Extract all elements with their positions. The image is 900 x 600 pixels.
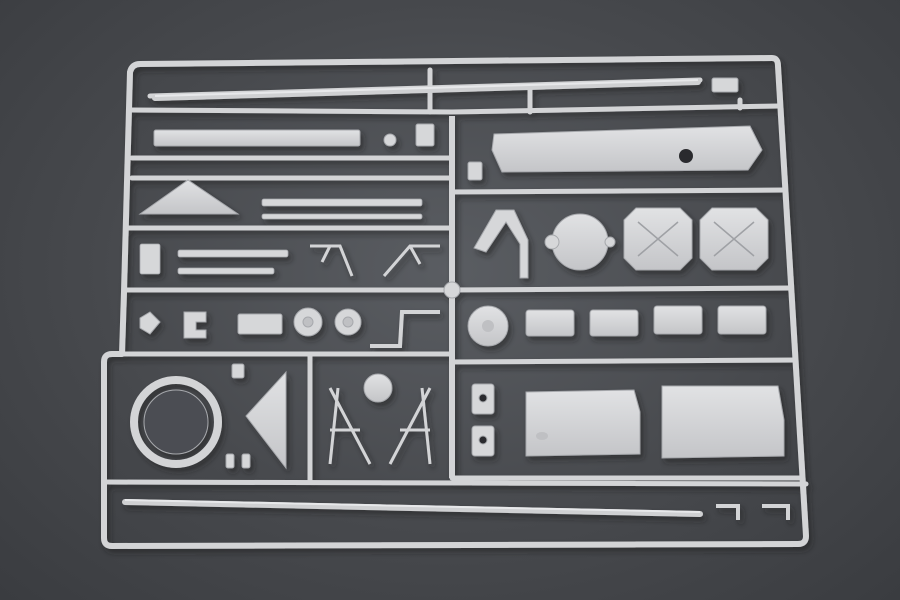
small-fittings-lower — [225, 363, 495, 469]
corner-brackets — [716, 504, 790, 520]
angled-bracket — [473, 209, 529, 279]
box-parts-row — [525, 305, 767, 337]
octagon-hatch — [623, 207, 693, 271]
sprue-frame — [101, 55, 809, 549]
triangle-part — [138, 179, 240, 215]
plank-part — [153, 129, 361, 147]
disc-part — [363, 373, 393, 403]
bent-rod — [370, 310, 440, 348]
sprue-gate — [443, 281, 461, 299]
hull-side-plate — [491, 125, 763, 173]
a-frame-parts — [328, 387, 432, 465]
storage-box — [525, 389, 641, 457]
barrel-rod-bottom — [122, 499, 703, 517]
small-fittings-top — [383, 77, 739, 181]
sprue-tree — [101, 55, 809, 549]
storage-box — [661, 385, 785, 459]
small-rods — [139, 198, 423, 275]
fin-part — [245, 370, 287, 470]
wheel-part — [467, 305, 509, 347]
octagon-hatch — [699, 207, 769, 271]
bracket-parts — [310, 244, 440, 277]
small-fittings-middle — [139, 307, 362, 339]
barrel-rod-top — [152, 79, 701, 101]
turret-ring — [130, 376, 222, 468]
round-hatch — [544, 213, 616, 271]
